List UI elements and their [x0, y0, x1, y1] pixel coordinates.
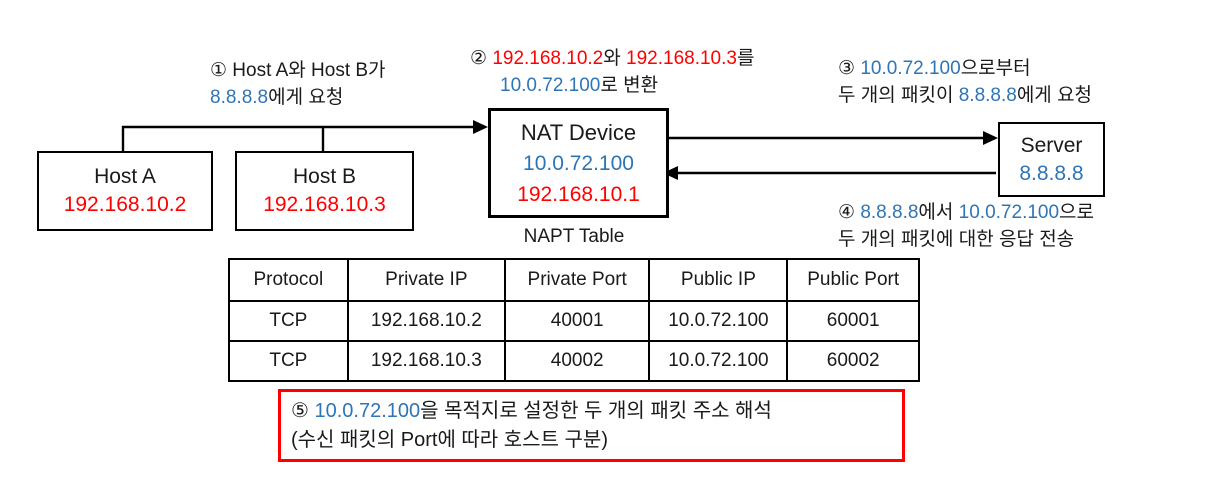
- cell-private-port: 40001: [503, 300, 651, 342]
- table-row: TCP 192.168.10.3 40002 10.0.72.100 60002: [228, 340, 920, 382]
- col-header-private-port: Private Port: [503, 258, 651, 302]
- napt-table-header-row: Protocol Private IP Private Port Public …: [228, 258, 920, 302]
- host-a-name: Host A: [94, 165, 156, 188]
- cell-private-port: 40002: [503, 340, 651, 382]
- napt-table-title: NAPT Table: [523, 226, 625, 247]
- cell-protocol: TCP: [228, 340, 349, 382]
- cell-public-ip: 10.0.72.100: [648, 300, 789, 342]
- node-server: Server 8.8.8.8: [998, 122, 1105, 197]
- step1-line2: 8.8.8.8에게 요청: [210, 87, 344, 108]
- host-a-ip: 192.168.10.2: [63, 193, 187, 216]
- col-header-public-port: Public Port: [786, 258, 920, 302]
- annotation-step4: ④ 8.8.8.8에서 10.0.72.100으로 두 개의 패킷에 대한 응답…: [838, 199, 1094, 253]
- col-header-public-ip: Public IP: [648, 258, 789, 302]
- step3-line1: ③ 10.0.72.100으로부터: [838, 58, 1031, 79]
- cell-public-port: 60001: [786, 300, 920, 342]
- cell-public-port: 60002: [786, 340, 920, 382]
- arrowhead-into-server: [983, 131, 998, 145]
- annotation-step2: ② 192.168.10.2와 192.168.10.3를 10.0.72.10…: [470, 45, 754, 99]
- step5-line2: (수신 패킷의 Port에 따라 호스트 구분): [291, 429, 608, 451]
- col-header-protocol: Protocol: [228, 258, 349, 302]
- table-row: TCP 192.168.10.2 40001 10.0.72.100 60001: [228, 300, 920, 342]
- step4-line1: ④ 8.8.8.8에서 10.0.72.100으로: [838, 202, 1095, 223]
- cell-private-ip: 192.168.10.3: [346, 340, 506, 382]
- bus-line-hosta-to-nat: [121, 125, 476, 151]
- step2-line1: ② 192.168.10.2와 192.168.10.3를: [470, 48, 755, 69]
- server-name: Server: [1020, 133, 1083, 157]
- step3-line2: 두 개의 패킷이 8.8.8.8에게 요청: [838, 85, 1093, 106]
- step5-line1: ⑤ 10.0.72.100을 목적지로 설정한 두 개의 패킷 주소 해석: [291, 400, 772, 422]
- annotation-step1: ① Host A와 Host B가 8.8.8.8에게 요청: [210, 57, 386, 111]
- annotation-step3: ③ 10.0.72.100으로부터 두 개의 패킷이 8.8.8.8에게 요청: [838, 55, 1092, 109]
- cell-protocol: TCP: [228, 300, 349, 342]
- host-b-ip: 192.168.10.3: [263, 193, 386, 216]
- note-step5: ⑤ 10.0.72.100을 목적지로 설정한 두 개의 패킷 주소 해석 (수…: [278, 389, 905, 462]
- node-host-b: Host B 192.168.10.3: [235, 151, 414, 231]
- col-header-private-ip: Private IP: [346, 258, 506, 302]
- nat-public-ip: 10.0.72.100: [523, 151, 634, 175]
- step1-line1: ① Host A와 Host B가: [210, 60, 386, 81]
- cell-private-ip: 192.168.10.2: [346, 300, 506, 342]
- cell-public-ip: 10.0.72.100: [648, 340, 789, 382]
- nat-private-ip: 192.168.10.1: [517, 182, 640, 206]
- host-b-name: Host B: [292, 165, 357, 188]
- step2-line2: 10.0.72.100로 변환: [500, 75, 659, 96]
- step4-line2: 두 개의 패킷에 대한 응답 전송: [838, 229, 1075, 250]
- nat-name: NAT Device: [520, 119, 637, 145]
- node-host-a: Host A 192.168.10.2: [37, 151, 213, 231]
- node-nat-device: NAT Device 10.0.72.100 192.168.10.1: [488, 108, 669, 218]
- napt-table: Protocol Private IP Private Port Public …: [228, 258, 920, 382]
- arrowhead-into-nat-left: [473, 120, 488, 134]
- server-ip: 8.8.8.8: [1019, 161, 1084, 185]
